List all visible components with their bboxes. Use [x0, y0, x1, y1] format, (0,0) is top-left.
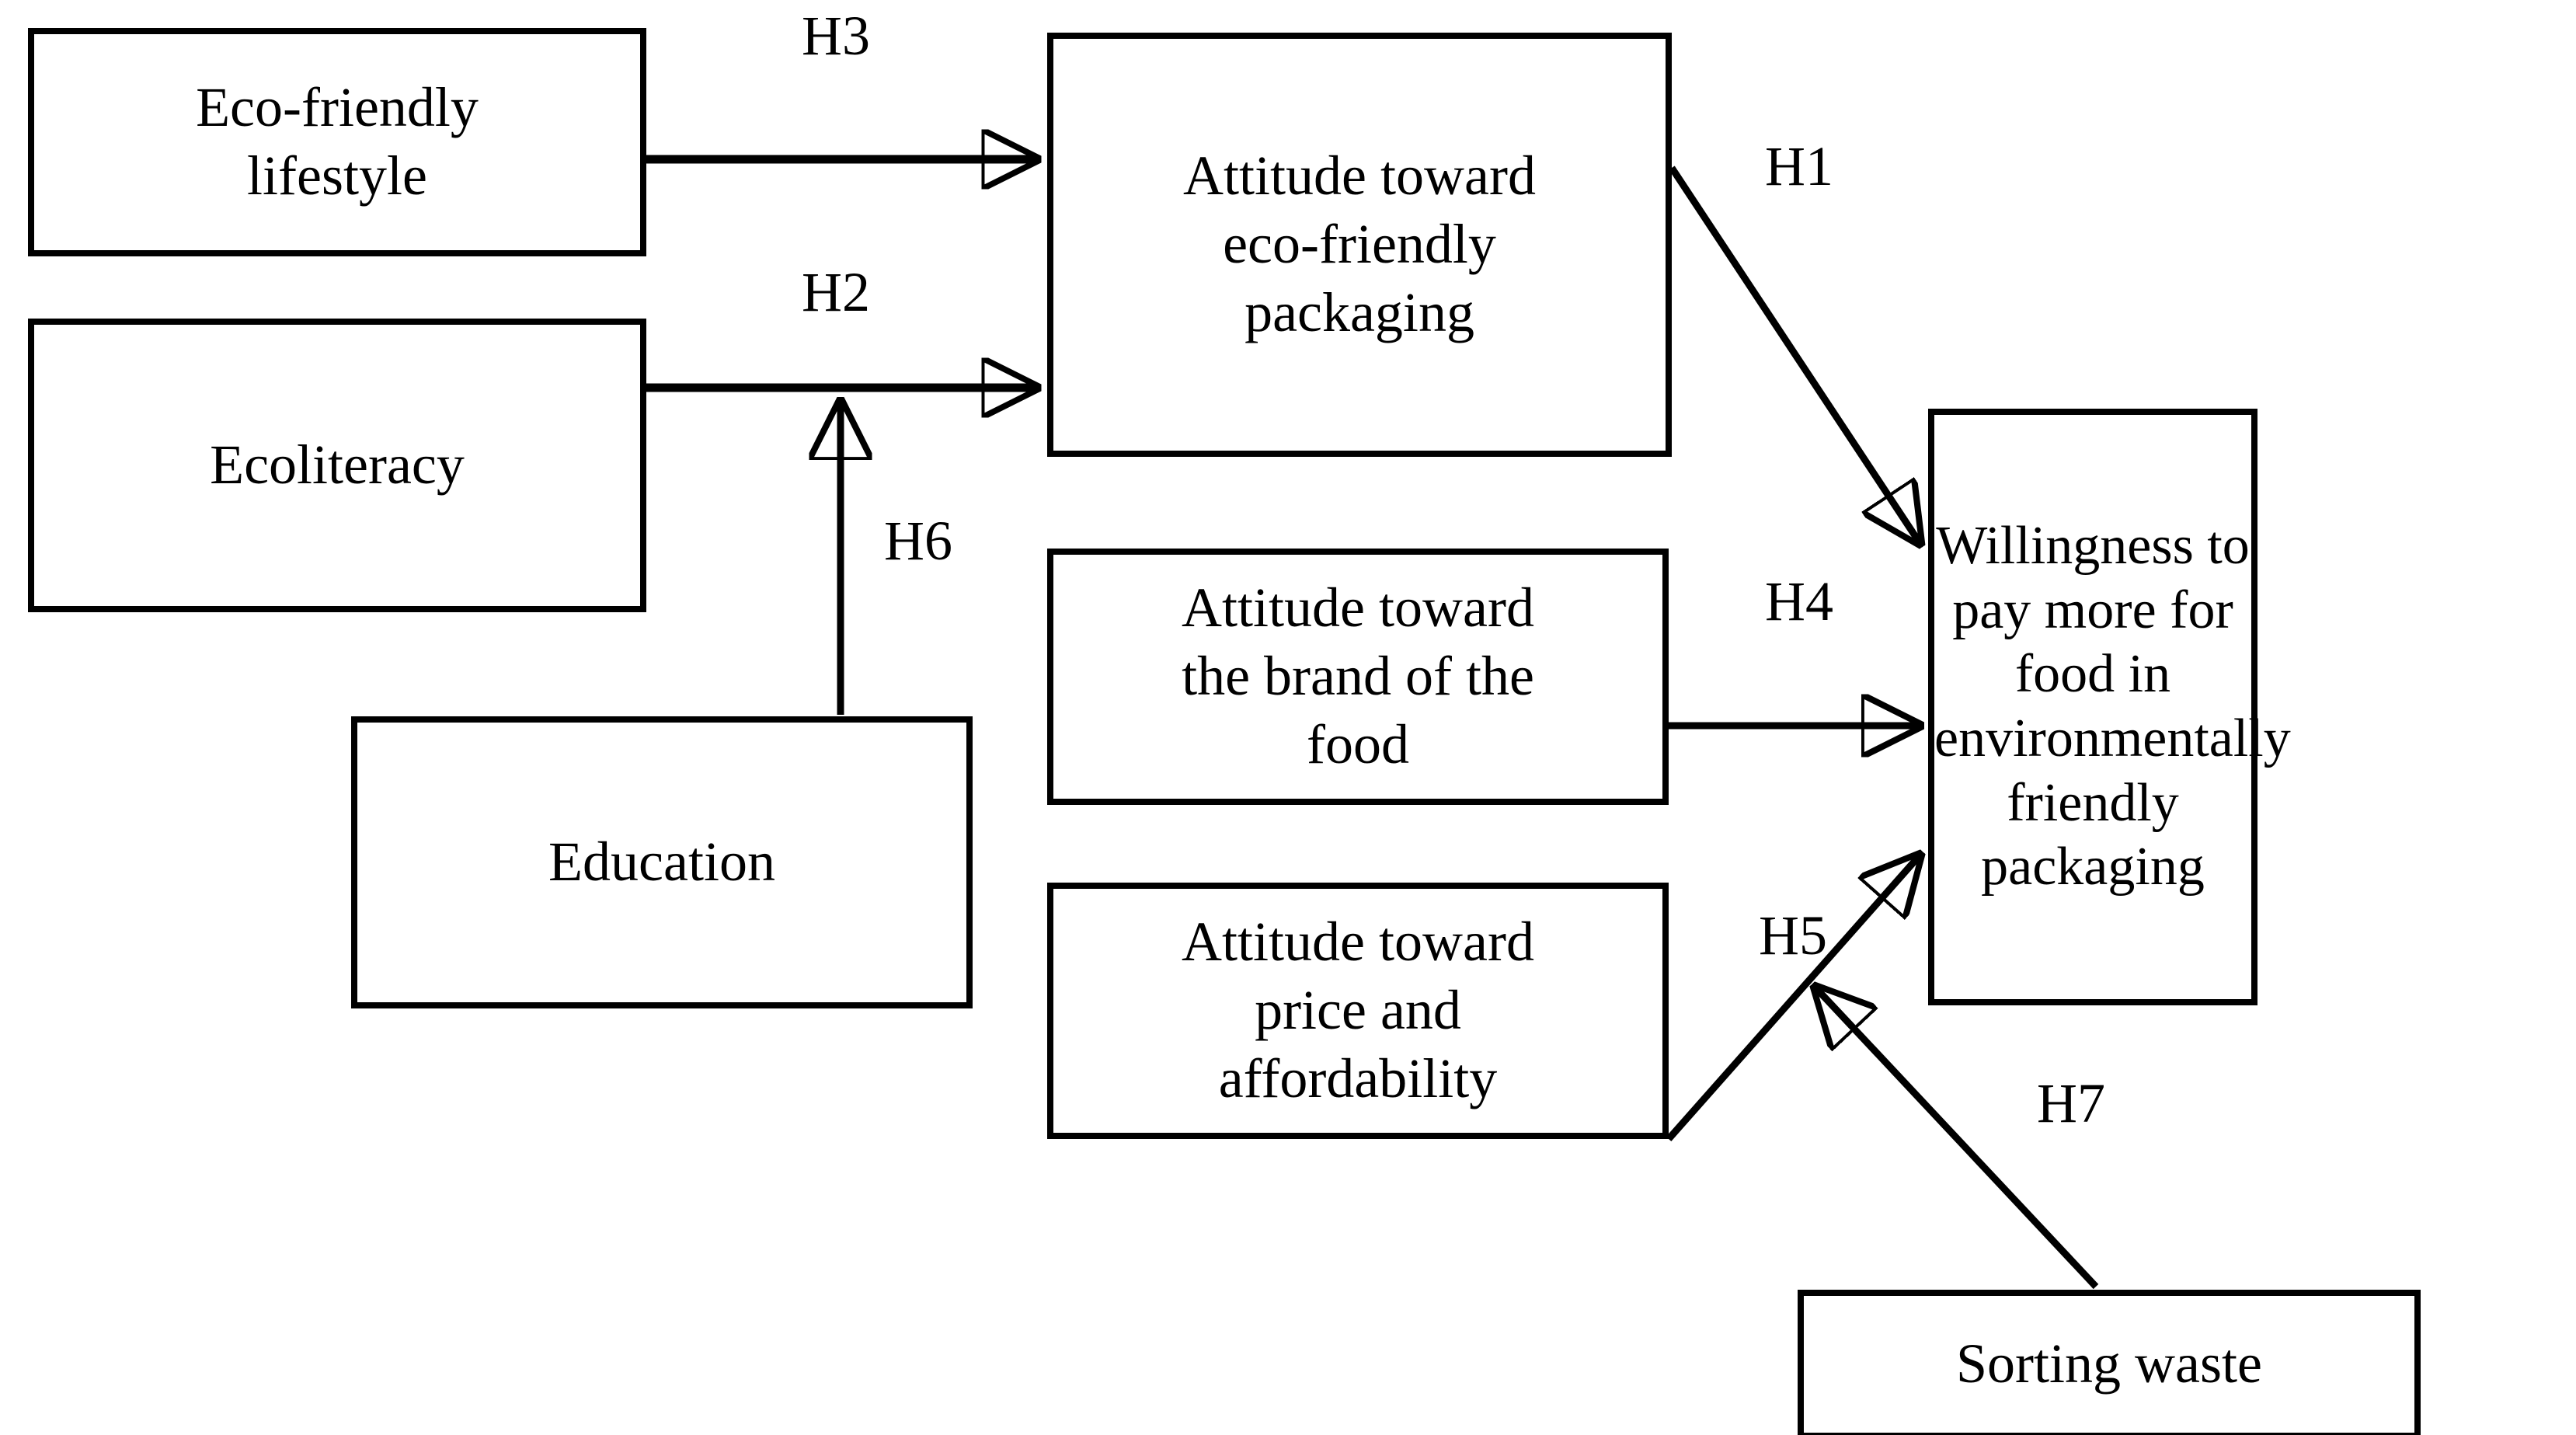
edge-label-h3: H3	[802, 5, 870, 67]
node-education[interactable]: Education	[351, 716, 973, 1008]
edge-h7-arrow	[1815, 987, 2099, 1290]
node-attitude-toward-price-and-affordability[interactable]: Attitude toward price and affordability	[1047, 883, 1669, 1139]
node-label: Sorting waste	[1956, 1332, 2262, 1395]
edge-label-h4: H4	[1765, 570, 1833, 632]
edge-label-h1: H1	[1765, 135, 1833, 197]
node-eco-friendly-lifestyle[interactable]: Eco-friendly lifestyle	[28, 28, 646, 256]
node-sorting-waste[interactable]: Sorting waste	[1798, 1290, 2421, 1435]
node-label: Attitude toward the brand of the food	[1182, 576, 1534, 775]
node-label: Attitude toward price and affordability	[1182, 911, 1534, 1109]
node-ecoliteracy[interactable]: Ecoliteracy	[28, 319, 646, 612]
edge-label-h2: H2	[802, 261, 870, 323]
edge-h1-arrow	[1669, 165, 1920, 544]
node-attitude-toward-eco-friendly-packaging[interactable]: Attitude toward eco-friendly packaging	[1047, 33, 1672, 457]
edge-h5-arrow	[1666, 855, 1920, 1141]
node-label: Attitude toward eco-friendly packaging	[1183, 145, 1536, 343]
edge-label-h7: H7	[2037, 1072, 2105, 1134]
node-attitude-toward-the-brand-of-the-food[interactable]: Attitude toward the brand of the food	[1047, 549, 1669, 805]
node-label: Eco-friendly lifestyle	[196, 76, 479, 207]
node-label: Education	[548, 831, 775, 893]
node-willingness-to-pay-more[interactable]: Willingness to pay more for food in envi…	[1928, 409, 2291, 1005]
node-label: Willingness to pay more for food in envi…	[1934, 516, 2291, 897]
node-label: Ecoliteracy	[210, 434, 465, 496]
edge-label-h6: H6	[884, 510, 952, 572]
edge-label-h5: H5	[1759, 904, 1827, 967]
